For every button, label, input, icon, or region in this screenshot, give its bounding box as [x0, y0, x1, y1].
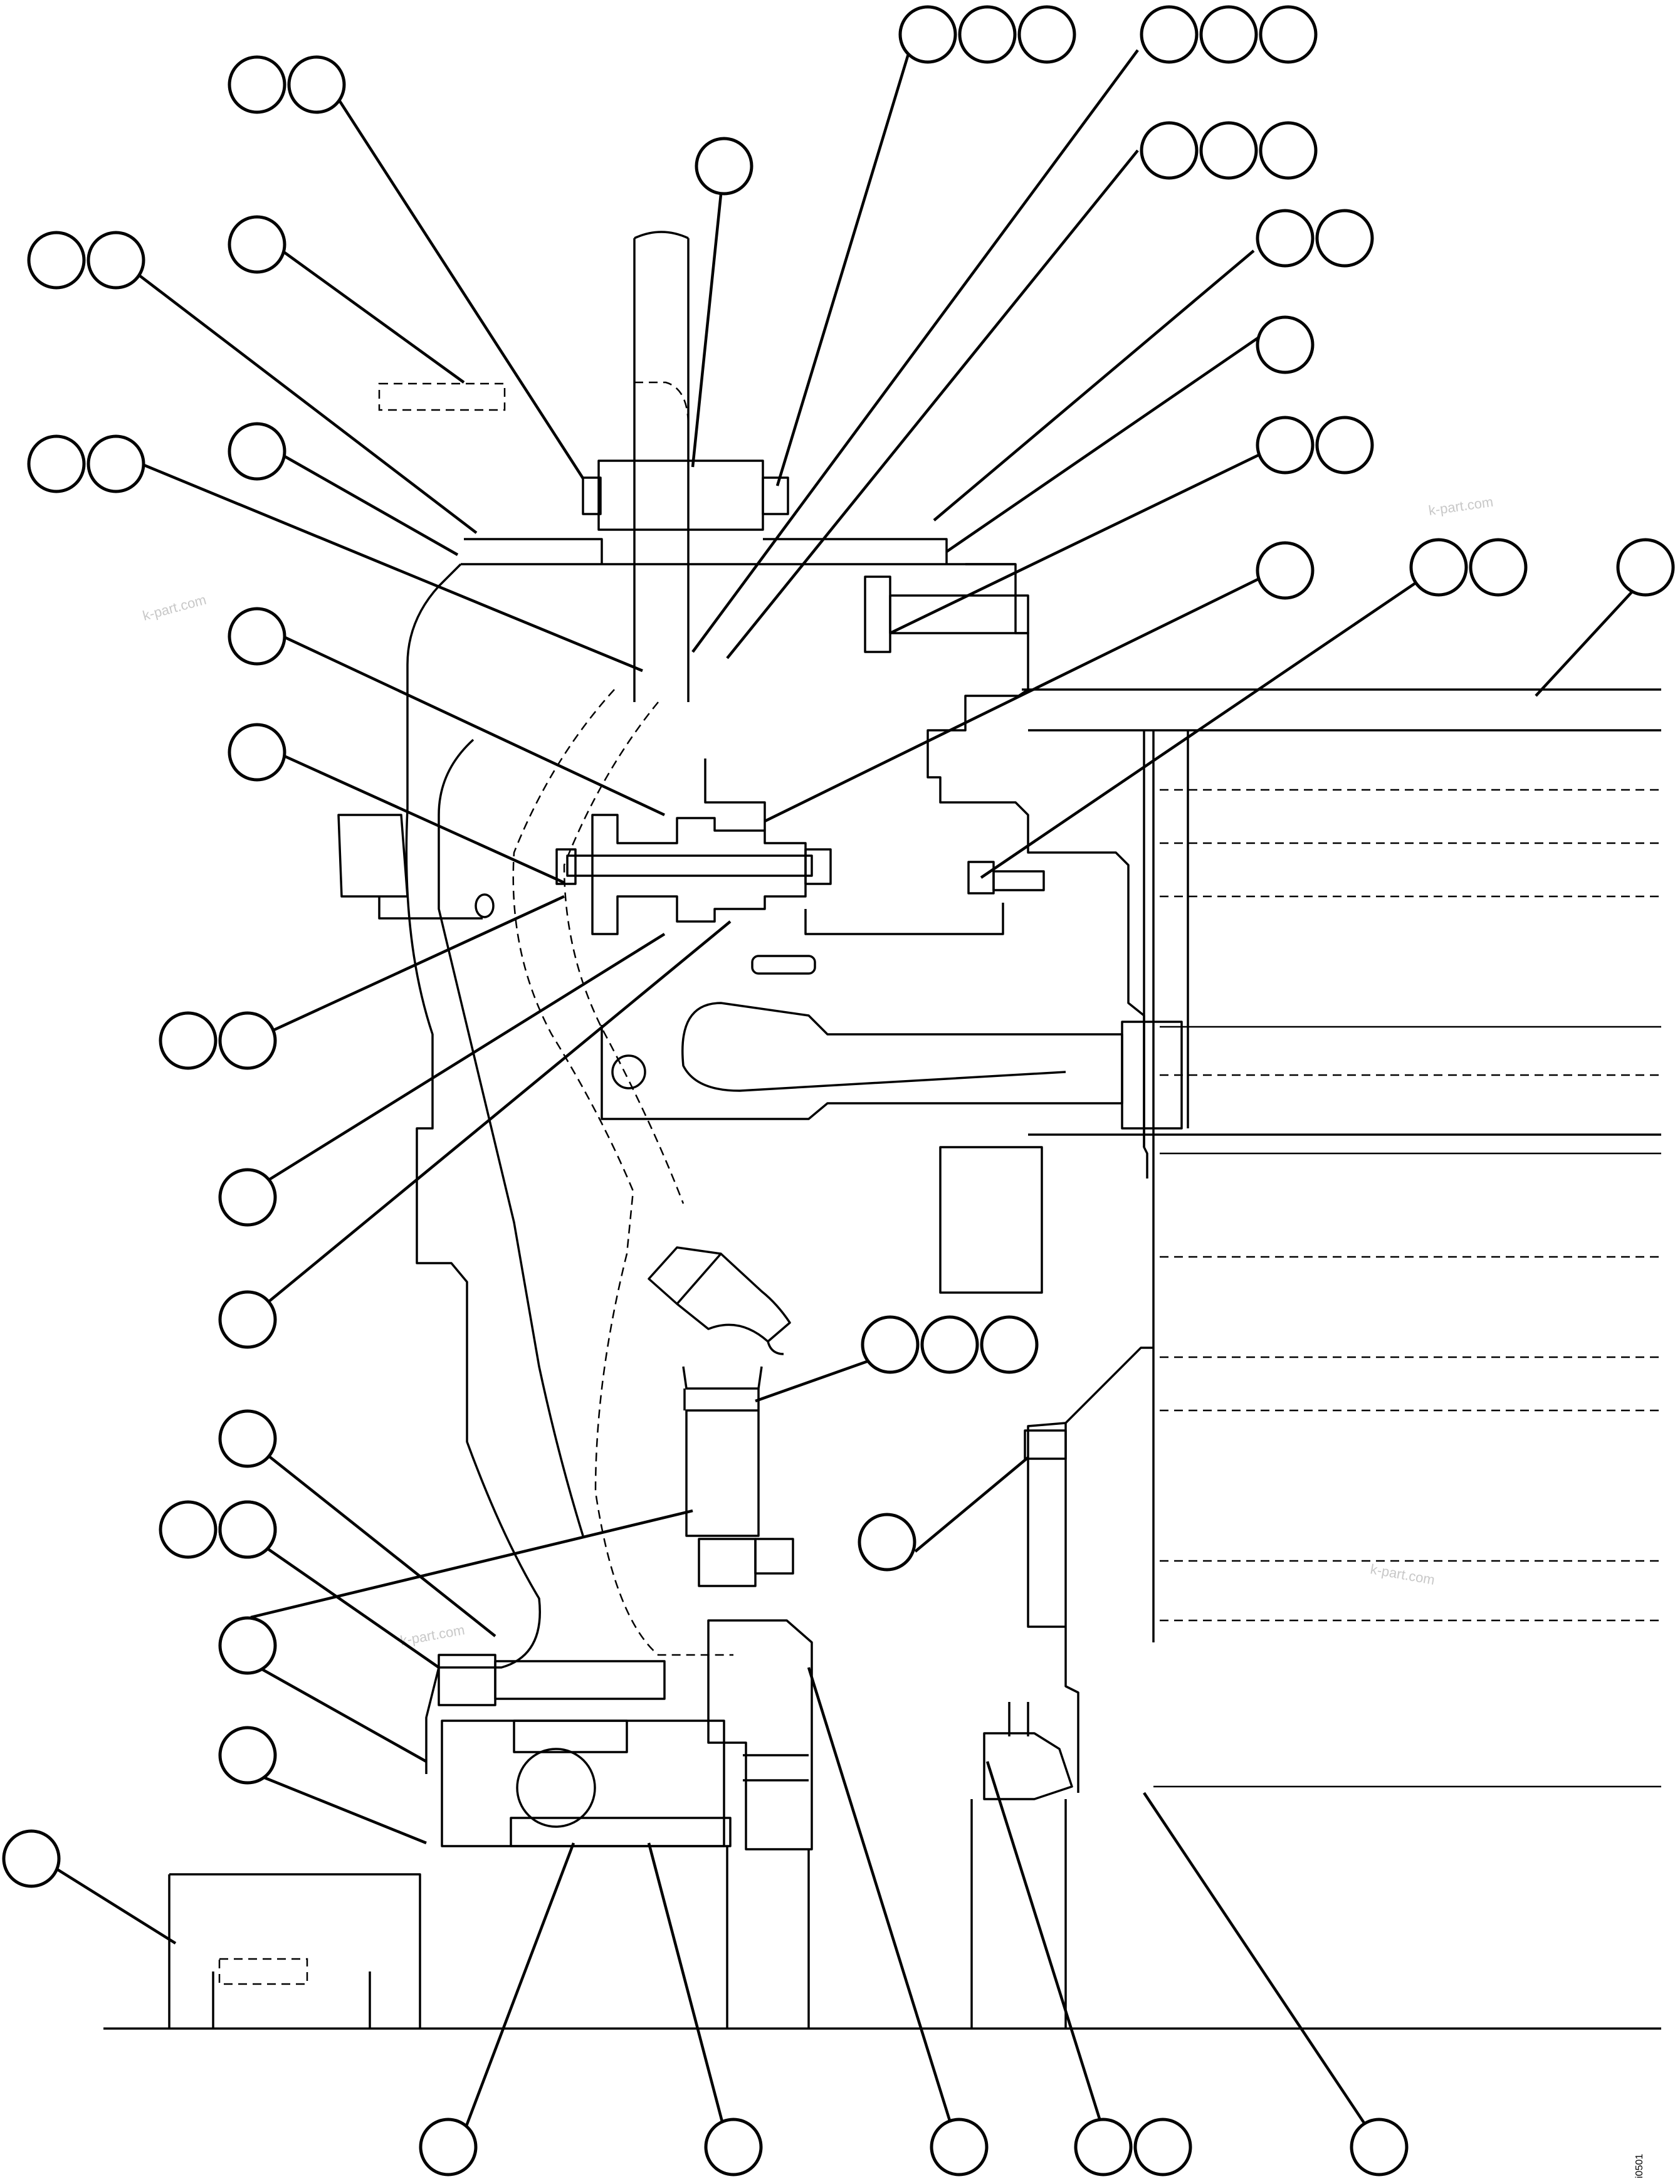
- housing-inner-wall: [438, 738, 584, 1536]
- housing-outline: [461, 563, 1148, 1179]
- watermark: k-part.com: [399, 1622, 466, 1649]
- callout-bubble-group[interactable]: [1256, 416, 1374, 475]
- callout-bubbles: [2, 5, 1675, 2176]
- flow-passage-hidden-2: [563, 701, 685, 1204]
- lug-eye: [475, 893, 495, 918]
- cylinder-body: [1022, 688, 1661, 1642]
- housing-cap-top: [464, 538, 1016, 565]
- rotor-hub: [591, 814, 807, 935]
- watermark: k-part.com: [1427, 494, 1494, 518]
- through-bolt: [566, 854, 813, 877]
- callout-bubble-group[interactable]: [228, 723, 286, 782]
- callout-bubble-group[interactable]: [159, 1500, 277, 1559]
- callout-bubble-group[interactable]: [218, 1409, 277, 1468]
- vertical-pipe: [633, 231, 690, 702]
- leader-lines: [49, 31, 1653, 2142]
- shaft-seal: [983, 1732, 1073, 1800]
- callout-bubble-group[interactable]: [228, 422, 286, 481]
- callout-bubble-group[interactable]: [1140, 5, 1318, 64]
- clamp-bolt-left: [582, 476, 602, 515]
- callout-bubble-group[interactable]: [228, 215, 286, 274]
- cylinder-hidden-lines: [1153, 789, 1661, 1788]
- key-slot: [751, 955, 816, 975]
- callout-bubble-group[interactable]: [419, 2118, 478, 2176]
- pipe-bend-hidden: [634, 381, 690, 427]
- flow-passage-hidden: [512, 689, 733, 1656]
- union-nut: [698, 1538, 757, 1587]
- callout-bubble-group[interactable]: [218, 1290, 277, 1349]
- bearing-outer-race: [513, 1719, 628, 1753]
- callout-bubble-group[interactable]: [159, 1011, 277, 1070]
- bearing-ball: [516, 1748, 596, 1828]
- flange-bolt-shank: [992, 870, 1045, 891]
- callout-bubble-group[interactable]: [228, 607, 286, 666]
- bolt-nut-left: [555, 848, 577, 885]
- gland-lug: [337, 814, 483, 920]
- yoke-pin: [611, 1054, 646, 1089]
- callout-bubble-group[interactable]: [1256, 209, 1374, 268]
- gearbox-right-wall: [1027, 1347, 1153, 1793]
- callout-bubble-group[interactable]: [218, 1726, 277, 1785]
- callout-bubble-group[interactable]: [218, 1616, 277, 1675]
- cross-section-drawing: [103, 231, 1661, 2030]
- cap-screw-shank: [494, 1660, 666, 1700]
- clamp-block: [597, 459, 764, 531]
- nipple-pipe: [682, 1366, 763, 1537]
- rotor-carrier: [704, 759, 1004, 935]
- watermark: k-part.com: [1369, 1561, 1436, 1588]
- bearing-inner-race: [510, 1817, 732, 1847]
- callout-bubble-group[interactable]: [695, 137, 753, 196]
- callout-bubble-group[interactable]: [228, 55, 346, 114]
- callout-bubble-group[interactable]: [1074, 2118, 1192, 2176]
- callout-bubble-group[interactable]: [27, 434, 145, 493]
- callout-bubble-group[interactable]: [1140, 121, 1318, 180]
- clamp-bolt-right: [762, 476, 789, 515]
- cylinder-rim: [1121, 1021, 1183, 1130]
- seal-bore: [726, 1799, 1067, 2029]
- callout-bubble-group[interactable]: [2, 1829, 61, 1888]
- dowel-block: [1024, 1429, 1067, 1460]
- yoke-arm: [601, 1002, 1123, 1120]
- top-cover-bolt: [864, 575, 891, 653]
- callout-bubble-group[interactable]: [898, 5, 1076, 64]
- retaining-ring: [1008, 1702, 1029, 1736]
- union-nut-flat: [754, 1538, 794, 1575]
- callout-bubble-group[interactable]: [1409, 538, 1528, 597]
- housing-left-wall: [405, 563, 541, 1774]
- callout-bubble-group[interactable]: [930, 2118, 989, 2176]
- callout-bubble-group[interactable]: [218, 1168, 277, 1227]
- callout-bubble-group[interactable]: [858, 1513, 916, 1572]
- output-hub: [168, 1873, 421, 2029]
- elbow-fitting: [648, 1246, 791, 1355]
- output-hub-hidden: [218, 1958, 308, 1985]
- bracket-plate: [378, 382, 506, 411]
- callout-bubble-group[interactable]: [861, 1315, 1039, 1374]
- callout-bubble-group[interactable]: [1256, 315, 1315, 374]
- bearing-housing: [441, 1719, 725, 1847]
- cap-screw: [438, 1654, 496, 1706]
- watermark: k-part.com: [141, 592, 208, 624]
- sensor-box: [939, 1146, 1043, 1294]
- callout-bubble-group[interactable]: [27, 231, 145, 290]
- lower-housing: [707, 1619, 813, 1851]
- callout-bubble-group[interactable]: [1616, 538, 1675, 597]
- top-cover-shank: [889, 594, 1029, 634]
- callout-bubble-group[interactable]: [1350, 2118, 1409, 2176]
- callout-bubble-group[interactable]: [1256, 541, 1315, 600]
- drawing-code: i0501: [1634, 2154, 1645, 2178]
- callout-bubble-group[interactable]: [704, 2118, 763, 2176]
